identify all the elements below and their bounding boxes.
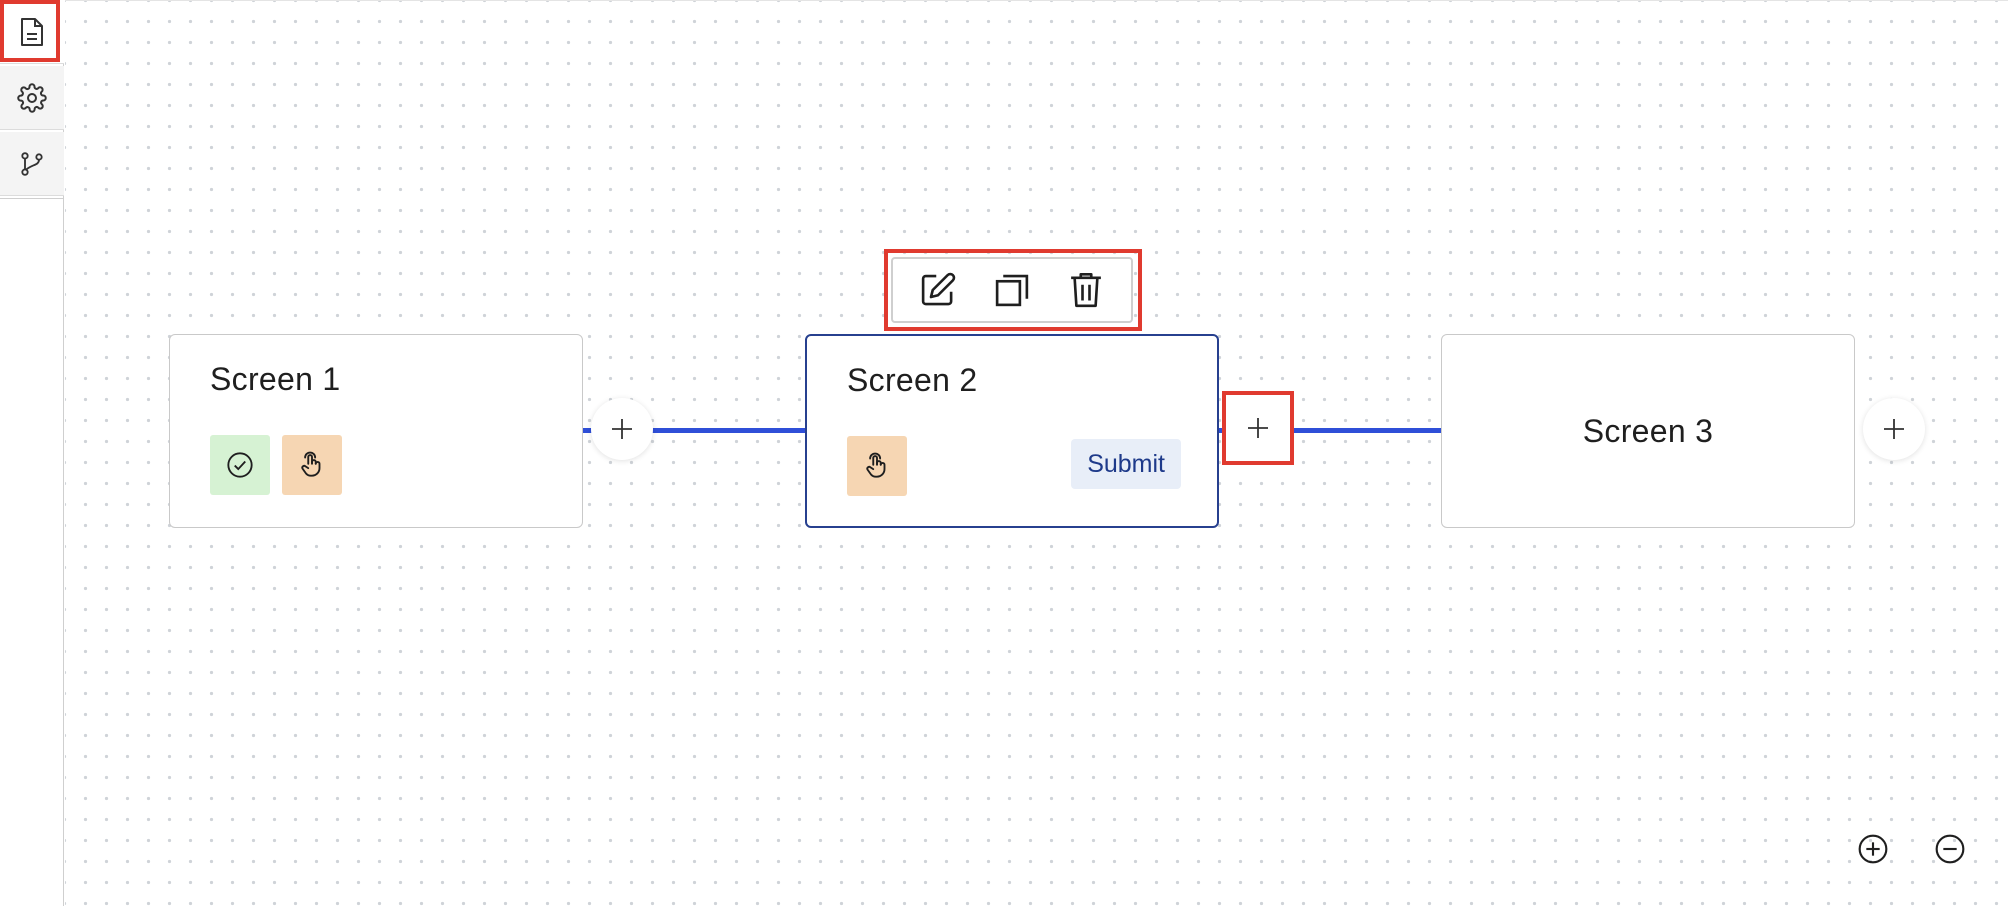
screen-card-3[interactable]: Screen 3 [1441, 334, 1855, 528]
edit-icon [921, 272, 956, 306]
zoom-out-icon [1935, 834, 1965, 864]
side-rail [0, 0, 64, 906]
duplicate-button[interactable] [985, 263, 1039, 317]
edge-screen2-screen3 [1294, 428, 1442, 433]
tap-icon [866, 452, 886, 478]
screen-title: Screen 3 [1582, 413, 1714, 449]
zoom-in-icon [1858, 834, 1888, 864]
gear-icon [17, 82, 47, 113]
zoom-out-button[interactable] [1930, 829, 1970, 869]
interaction-badge[interactable] [847, 436, 907, 496]
plus-icon [1248, 418, 1268, 438]
rail-flow-button[interactable] [0, 132, 64, 196]
tap-icon [301, 451, 321, 477]
edit-button[interactable] [911, 263, 965, 317]
screen-card-2[interactable]: Screen 2 Submit [805, 334, 1219, 528]
submit-action-chip[interactable]: Submit [1071, 439, 1181, 489]
plus-icon [1884, 419, 1904, 439]
screen-card-1[interactable]: Screen 1 [169, 334, 583, 528]
delete-button[interactable] [1059, 263, 1113, 317]
zoom-in-button[interactable] [1853, 829, 1893, 869]
rail-divider [0, 198, 64, 199]
trash-icon [1071, 272, 1101, 308]
screen-toolbar [891, 257, 1133, 323]
add-screen-after-1-button[interactable] [591, 398, 653, 460]
document-icon [21, 17, 43, 46]
add-screen-after-3-button[interactable] [1863, 398, 1925, 460]
plus-icon [612, 419, 632, 439]
interaction-badge[interactable] [282, 435, 342, 495]
rail-screens-button[interactable] [0, 0, 64, 64]
check-circle-icon [227, 452, 253, 478]
screen-title: Screen 2 [847, 362, 978, 398]
rail-settings-button[interactable] [0, 66, 64, 130]
branch-icon [21, 151, 43, 176]
screen-title: Screen 1 [210, 361, 341, 397]
edge-stub [583, 428, 595, 433]
validation-badge[interactable] [210, 435, 270, 495]
edge-screen1-screen2 [650, 428, 805, 433]
duplicate-icon [995, 274, 1029, 307]
toolbar-highlight [884, 249, 1142, 331]
add-screen-after-2-button[interactable] [1228, 398, 1288, 458]
